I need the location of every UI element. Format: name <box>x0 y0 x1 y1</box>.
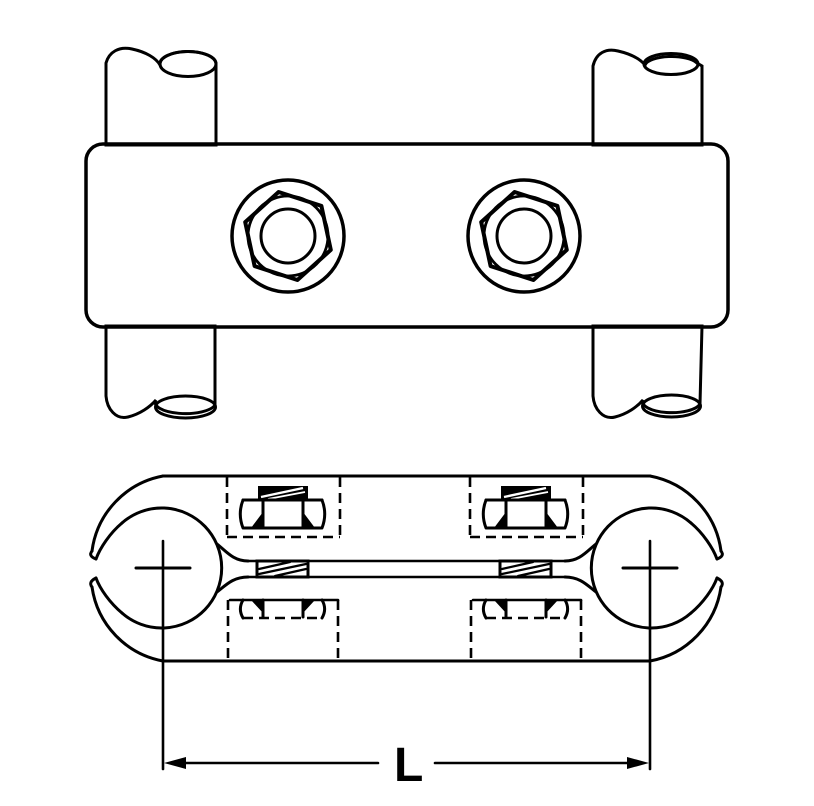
front-view <box>84 46 730 420</box>
lower-hex-chamfer <box>251 600 263 613</box>
right-rod-upper-cut-face <box>642 52 700 76</box>
thread-hatch <box>257 560 292 571</box>
right-rod-lower <box>591 324 704 419</box>
hex-flat-left <box>238 498 245 530</box>
slit-upper <box>94 521 124 561</box>
section-view: L <box>89 474 724 792</box>
head-hatch-streak <box>267 491 306 500</box>
lower-hex-flat-right <box>320 598 327 620</box>
bolt-section <box>225 477 342 659</box>
dimension-arrowhead <box>164 757 186 769</box>
left-rod-lower <box>104 324 217 419</box>
right-rod-lower-cut-face <box>641 393 702 419</box>
left-c-jaw <box>89 474 380 771</box>
thread-shank <box>255 559 310 579</box>
rod-bore-circle <box>120 506 224 630</box>
left-rod-upper-cut-face <box>158 50 218 78</box>
hex-chamfer <box>303 512 315 528</box>
slit-lower <box>94 576 124 615</box>
thread-hatch <box>273 567 308 578</box>
thread-hatch <box>257 562 308 576</box>
jaw-outer-arc-upper <box>90 474 165 553</box>
head-hatch-streak <box>260 486 304 499</box>
hex-chamfer <box>251 512 263 528</box>
jaw-outer-arc-lower <box>90 585 165 663</box>
lower-hex-flat-left <box>238 598 245 620</box>
throat-upper <box>215 542 250 563</box>
throat-lower <box>215 575 250 594</box>
clamp-plate <box>84 142 730 329</box>
lower-hex-chamfer <box>303 600 315 613</box>
dimension-label: L <box>394 739 423 792</box>
left-rod-lower-cut-face <box>154 394 217 420</box>
hex-flat-right <box>320 498 327 530</box>
